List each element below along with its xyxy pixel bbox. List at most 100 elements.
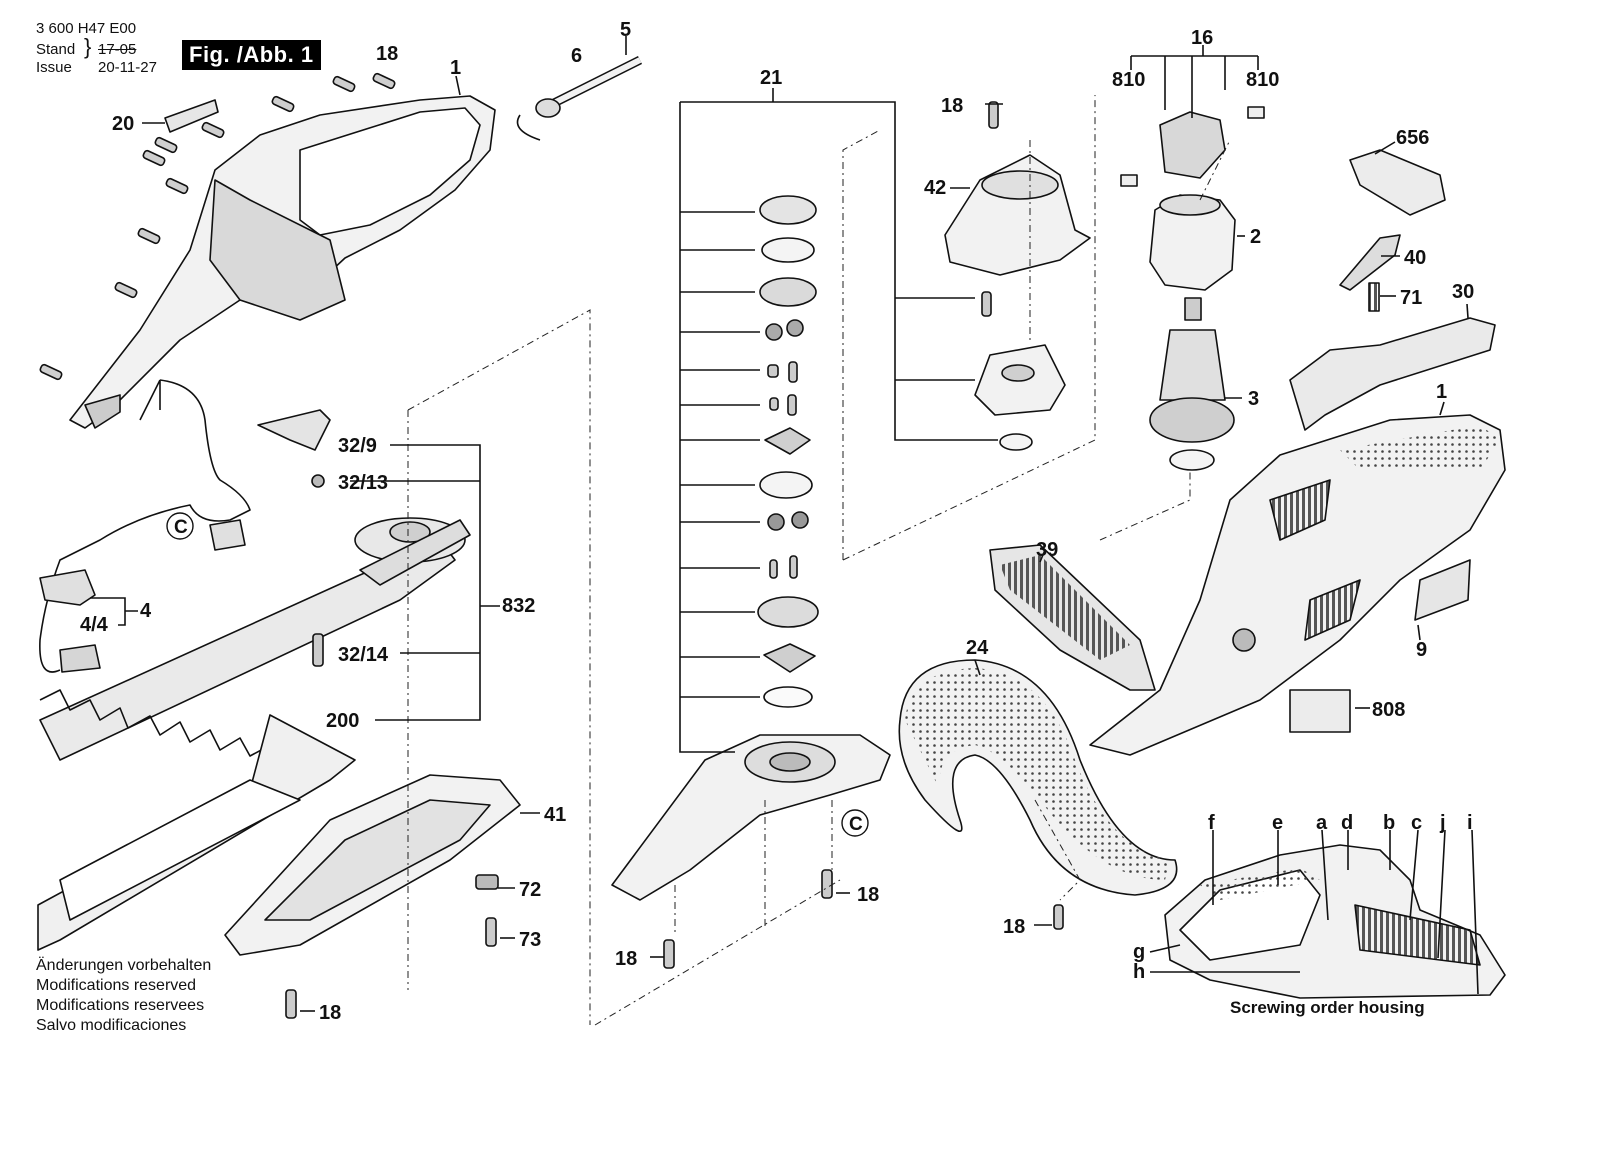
screw-letter-a: a <box>1316 812 1328 834</box>
spring-71-part <box>1368 282 1380 312</box>
label-callout-c-left: C <box>174 517 188 538</box>
figure-badge: Fig. /Abb. 1 <box>182 40 321 70</box>
label-part-1-upper: 1 <box>450 57 461 79</box>
washer-part <box>999 433 1033 451</box>
label-part-21: 21 <box>760 67 782 89</box>
front-handle-part <box>898 659 1178 896</box>
label-part-40: 40 <box>1404 247 1426 269</box>
screw-18-bottom-left <box>285 989 297 1019</box>
upper-housing-part <box>69 95 496 429</box>
motor-cover-part <box>944 154 1091 276</box>
label-part-4-4: 4/4 <box>80 614 109 636</box>
label-part-24: 24 <box>966 637 989 659</box>
label-part-39: 39 <box>1036 539 1058 561</box>
power-cable-part <box>516 55 643 141</box>
note-line-fr: Modifications reservees <box>36 997 205 1014</box>
blade-guard-slot <box>59 779 301 921</box>
callout-c-circles <box>166 512 869 837</box>
label-part-32-13: 32/13 <box>338 472 388 494</box>
nut-part <box>311 474 325 488</box>
screwing-order-inset <box>1164 844 1506 999</box>
label-part-20: 20 <box>112 113 134 135</box>
label-part-200: 200 <box>326 710 359 732</box>
stator-part <box>1149 194 1236 291</box>
screwing-order-letters: f e a d b c j i g h <box>1133 812 1473 983</box>
bearing-plate-part <box>974 344 1066 416</box>
stand-label: Stand <box>36 41 76 58</box>
label-part-18-center: 18 <box>941 95 963 117</box>
label-part-42: 42 <box>924 177 946 199</box>
armature-part <box>1149 297 1235 471</box>
label-part-18-handle: 18 <box>1003 916 1025 938</box>
screw-letter-h: h <box>1133 961 1145 983</box>
nameplate-808-part <box>1289 689 1351 733</box>
label-part-5: 5 <box>620 19 631 41</box>
note-line-en: Modifications reserved <box>36 977 197 994</box>
gear-stack-part <box>757 195 819 708</box>
screw-32-14-part <box>312 633 324 667</box>
connector-part <box>59 644 101 673</box>
screw-letter-b: b <box>1383 812 1395 834</box>
label-part-810-right: 810 <box>1246 69 1279 91</box>
screw-letter-c: c <box>1411 812 1422 834</box>
note-line-de: Änderungen vorbehalten <box>36 957 212 974</box>
part-number-labels: 1 1 2 3 4 4/4 5 6 9 16 18 18 18 18 18 18… <box>80 19 1474 1024</box>
label-part-73: 73 <box>519 929 541 951</box>
document-number: 3 600 H47 E00 <box>36 20 137 37</box>
label-part-832: 832 <box>502 595 535 617</box>
label-part-18-gear-left: 18 <box>615 948 637 970</box>
label-part-9: 9 <box>1416 639 1427 661</box>
label-part-4: 4 <box>140 600 152 622</box>
screws-upper-housing <box>39 72 396 381</box>
label-part-3: 3 <box>1248 388 1259 410</box>
label-part-18-gear: 18 <box>857 884 879 906</box>
screw-letter-j: j <box>1439 812 1446 834</box>
note-line-es: Salvo modificaciones <box>36 1017 187 1034</box>
label-part-18-bottom: 18 <box>319 1002 341 1024</box>
issue-label: Issue <box>36 59 72 76</box>
switch-part <box>39 569 96 606</box>
screw-18-gear-right <box>821 869 833 899</box>
screw-letter-g: g <box>1133 941 1145 963</box>
lever-40-part <box>1339 234 1401 291</box>
main-housing-part <box>1089 414 1506 756</box>
label-part-810-left: 810 <box>1112 69 1145 91</box>
stand-value: 17-05 <box>98 41 137 58</box>
blade-clamp-part <box>257 409 331 451</box>
brush-holder-part <box>1120 106 1265 187</box>
cover-656-part <box>1349 149 1446 216</box>
label-part-71: 71 <box>1400 287 1422 309</box>
assembly-lines <box>407 95 1231 1026</box>
label-part-2: 2 <box>1250 226 1261 248</box>
clip-72-part <box>475 874 499 890</box>
screw-73-part <box>485 917 497 947</box>
screw-letter-d: d <box>1341 812 1353 834</box>
screw-letter-f: f <box>1208 812 1215 834</box>
switch-wiring-part <box>39 379 251 673</box>
screw-18-gear-left <box>663 939 675 969</box>
label-callout-c-right: C <box>849 814 863 835</box>
label-part-18-top: 18 <box>376 43 398 65</box>
label-part-6: 6 <box>571 45 582 67</box>
screw-18-top-center <box>988 101 999 129</box>
label-part-41: 41 <box>544 804 566 826</box>
screw-letter-i: i <box>1467 812 1473 834</box>
leader-lines <box>90 36 1479 1012</box>
issue-value: 20-11-27 <box>98 59 157 76</box>
label-part-1-main: 1 <box>1436 381 1447 403</box>
label-part-656: 656 <box>1396 127 1429 149</box>
connector-c-part <box>209 519 246 551</box>
screwing-order-caption: Screwing order housing <box>1230 998 1425 1017</box>
screw-motor-cover <box>981 291 992 317</box>
blade-assembly-part <box>39 517 471 761</box>
label-part-30: 30 <box>1452 281 1474 303</box>
label-part-32-14: 32/14 <box>338 644 389 666</box>
label-part-808: 808 <box>1372 699 1405 721</box>
screw-letter-e: e <box>1272 812 1283 834</box>
label-part-16: 16 <box>1191 27 1213 49</box>
label-part-72: 72 <box>519 879 541 901</box>
modification-notes: Änderungen vorbehalten Modifications res… <box>36 956 211 1036</box>
switch-lever-30-part <box>1289 317 1496 431</box>
